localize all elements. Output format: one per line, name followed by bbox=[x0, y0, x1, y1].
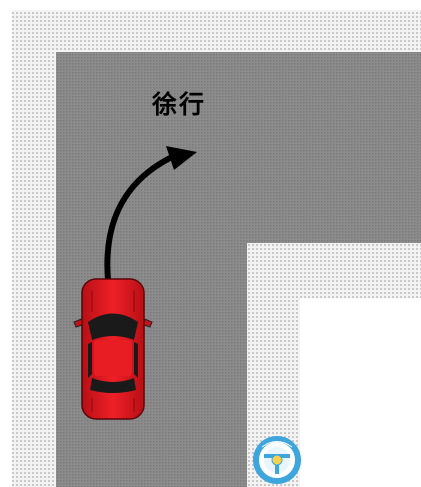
instruction-label: 徐行 bbox=[152, 90, 207, 119]
inner-block bbox=[300, 298, 421, 487]
red-car-icon bbox=[73, 278, 153, 420]
left-curve-arrow-icon bbox=[104, 146, 197, 283]
steering-wheel-logo-icon bbox=[253, 436, 301, 484]
road bbox=[56, 52, 421, 487]
